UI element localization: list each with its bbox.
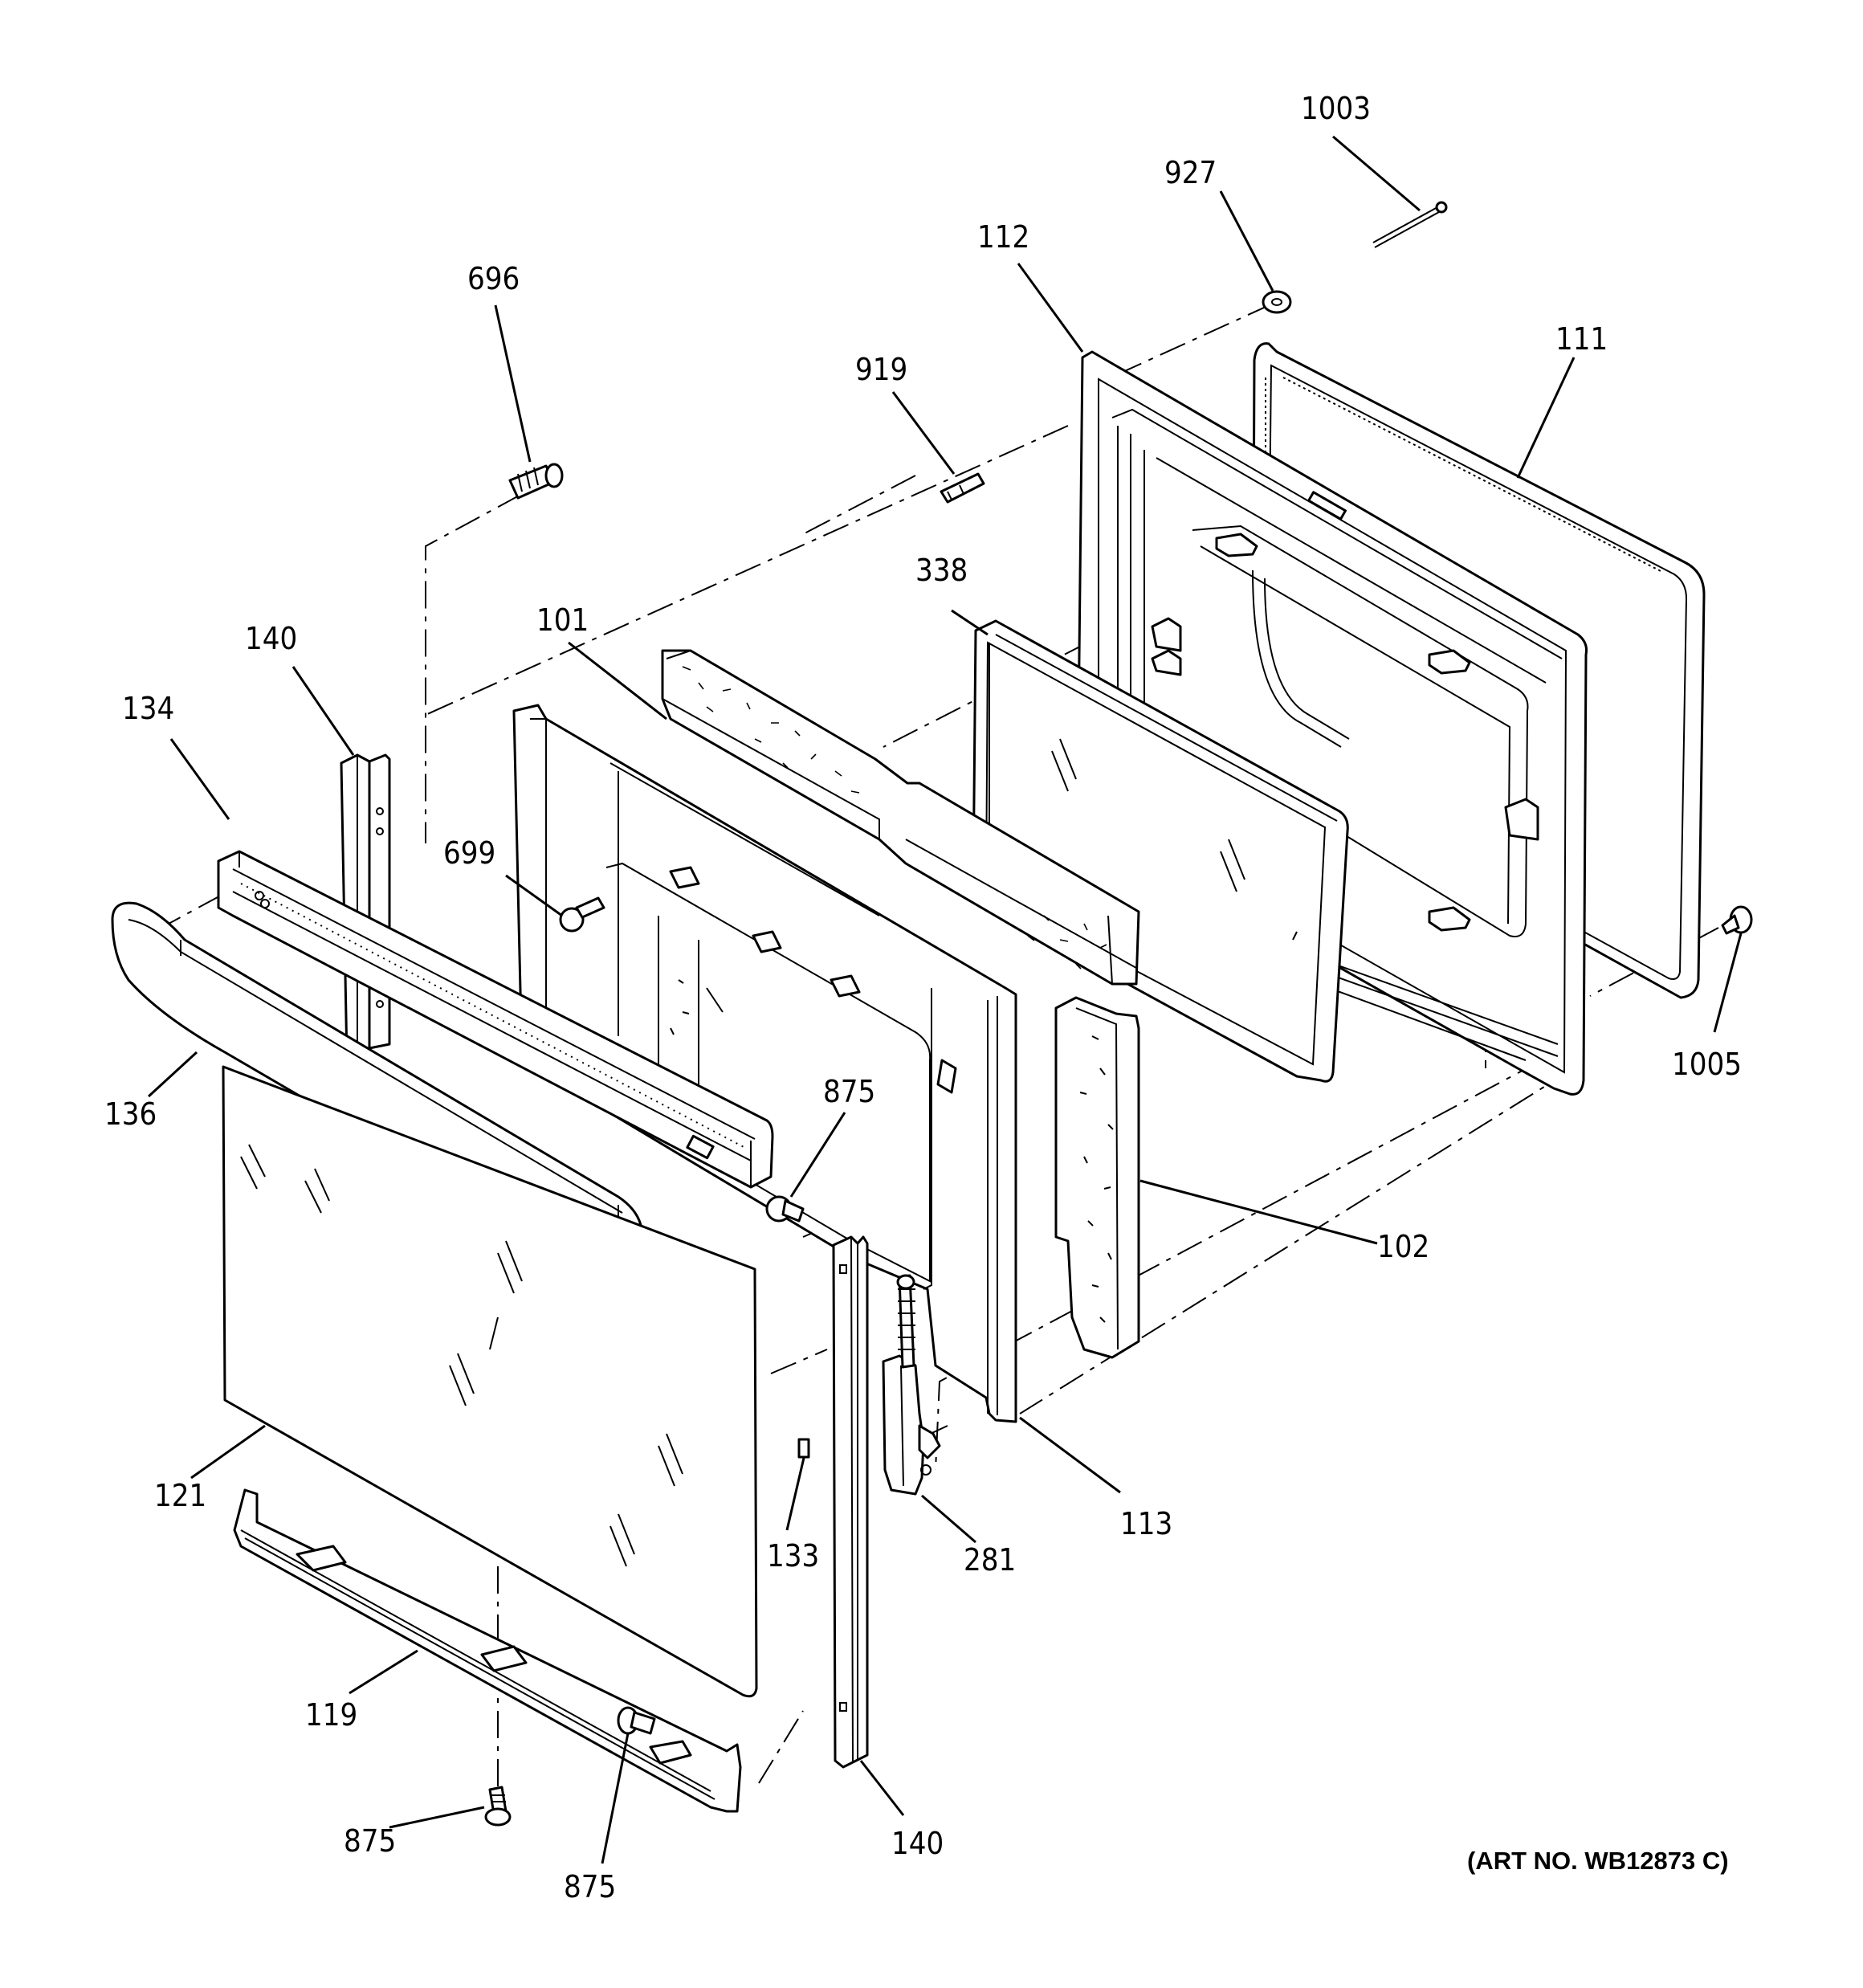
label-102: 102 [1377,1229,1429,1264]
label-121: 121 [154,1478,206,1513]
screw-1003 [1372,201,1448,248]
screw-699 [559,896,605,933]
part-labels: 1003 927 112 111 696 919 338 101 140 134… [104,91,1742,1904]
insulation-102 [1054,996,1140,1359]
label-338: 338 [915,553,968,588]
art-number: (ART NO. WB12873 C) [1467,1847,1729,1875]
label-136: 136 [104,1096,157,1132]
insulation-texture [682,666,1107,970]
bottom-trim-119 [233,1488,742,1813]
label-281: 281 [964,1542,1016,1578]
label-875-upper: 875 [823,1074,875,1109]
insulation-101 [661,649,1140,986]
label-696: 696 [467,261,520,296]
label-919: 919 [855,352,907,387]
screw-875-bottom-right [617,1706,656,1735]
label-140-lower: 140 [891,1826,944,1861]
label-875-bottom-left: 875 [344,1823,396,1859]
leader-lines [147,135,1743,1864]
label-927: 927 [1164,155,1217,190]
label-875-bottom-right: 875 [564,1869,616,1904]
label-119: 119 [305,1697,357,1733]
label-1005: 1005 [1672,1047,1742,1082]
side-rail-140-lower [832,1235,869,1769]
top-trim-134 [217,850,774,1189]
outer-glass-121 [222,1065,758,1698]
label-113: 113 [1120,1506,1172,1541]
door-liner-113 [512,704,1017,1423]
screw-875-bottom-left [484,1786,512,1827]
inner-door-panel-112 [1076,350,1588,1096]
label-111: 111 [1555,321,1608,357]
label-699: 699 [443,835,495,871]
label-134: 134 [122,691,174,726]
label-1003: 1003 [1301,91,1371,126]
screw-696 [508,463,564,500]
screw-875-upper [765,1195,805,1223]
label-101: 101 [536,602,589,638]
screw-1005 [1721,905,1753,935]
label-112: 112 [977,219,1029,255]
washer-927 [1262,290,1292,314]
clip-133 [797,1438,810,1459]
label-133: 133 [767,1538,819,1574]
hinge-281 [882,1274,941,1496]
label-140-upper: 140 [245,621,297,656]
screw-919 [940,472,985,504]
